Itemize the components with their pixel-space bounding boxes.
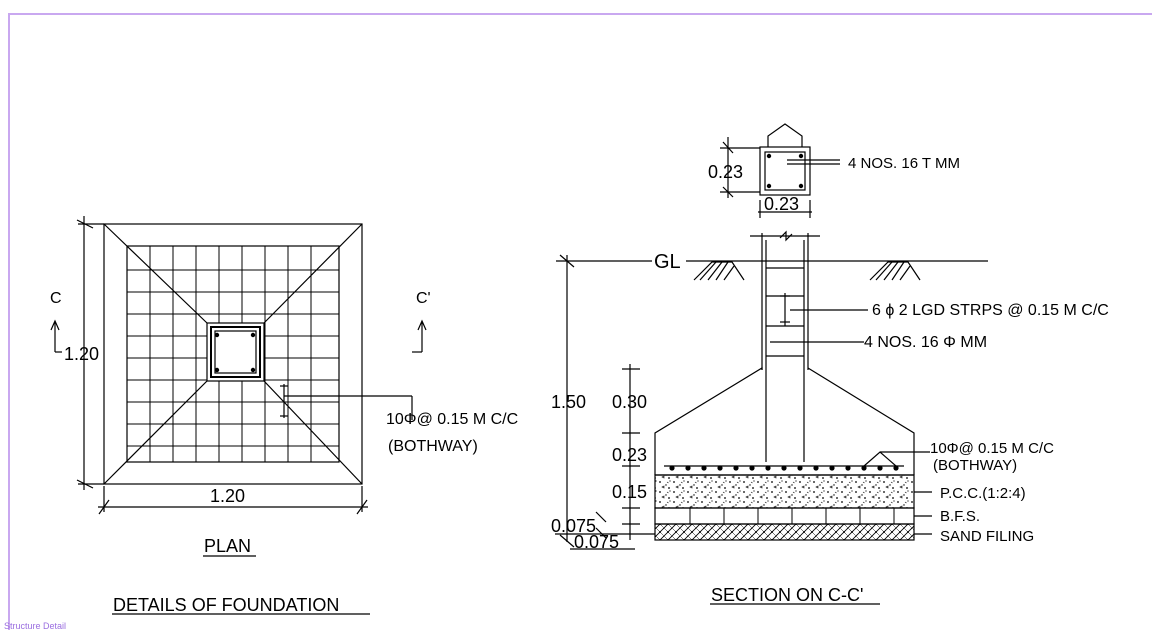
column-width-label: 0.23 — [764, 194, 799, 214]
dim-bfs-label: 0.075 — [551, 516, 596, 536]
plan-labels: C C' 1.20 1.20 10Φ@ 0.15 M C/C (BOTHWAY)… — [50, 290, 518, 615]
section-mark-c: C — [50, 290, 62, 307]
section-view — [555, 123, 988, 605]
pcc-label: P.C.C.(1:2:4) — [940, 485, 1026, 502]
earth-hatch — [693, 261, 921, 281]
plan-bar-note: 10Φ@ 0.15 M C/C — [386, 411, 518, 428]
footing-bars — [669, 465, 899, 471]
bfs-layer — [654, 507, 915, 525]
bfs-label: B.F.S. — [940, 508, 980, 525]
column-bars-label: 4 NOS. 16 T MM — [848, 155, 960, 172]
ground-level-label: GL — [654, 251, 681, 273]
slope-lines — [103, 223, 363, 485]
sand-label: SAND FILING — [940, 528, 1034, 545]
column-bars — [214, 332, 256, 373]
footing-profile — [654, 366, 763, 475]
plan-dim-vertical: 1.20 — [64, 344, 99, 364]
footer-caption: Structure Detail — [4, 621, 67, 631]
sand-layer — [654, 523, 915, 541]
sheet-border — [8, 13, 1152, 630]
dim-taper-label: 0.30 — [612, 392, 647, 412]
section-heading: SECTION ON C-C' — [711, 585, 863, 605]
reinforcement-grid-border — [126, 245, 340, 463]
column-outer — [210, 326, 261, 378]
column-size-label: 0.23 — [708, 162, 743, 182]
dim-edge-label: 0.23 — [612, 445, 647, 465]
footing-outline — [103, 223, 363, 485]
plan-bar-direction: (BOTHWAY) — [388, 438, 478, 455]
plan-view — [50, 216, 427, 615]
plan-heading: PLAN — [204, 536, 251, 556]
footing-bars-direction: (BOTHWAY) — [933, 457, 1017, 474]
column-inner — [214, 330, 257, 374]
pcc-layer — [654, 474, 915, 509]
column-section-outer — [759, 146, 811, 196]
dim-pcc-label: 0.15 — [612, 482, 647, 502]
column-section-inner — [764, 151, 806, 191]
drawing-title: DETAILS OF FOUNDATION — [113, 595, 339, 615]
section-mark-c-prime: C' — [416, 290, 431, 307]
plan-dim-horizontal: 1.20 — [210, 486, 245, 506]
footing-bars-label: 10Φ@ 0.15 M C/C — [930, 440, 1054, 457]
main-bars-label: 4 NOS. 16 Φ MM — [864, 334, 987, 351]
dim-sand-label: 0.075 — [574, 532, 619, 552]
section-labels: 0.23 0.23 4 NOS. 16 T MM GL 6 ϕ 2 LGD ST… — [551, 155, 1109, 605]
stirrups-label: 6 ϕ 2 LGD STRPS @ 0.15 M C/C — [872, 302, 1109, 319]
depth-total-label: 1.50 — [551, 392, 586, 412]
